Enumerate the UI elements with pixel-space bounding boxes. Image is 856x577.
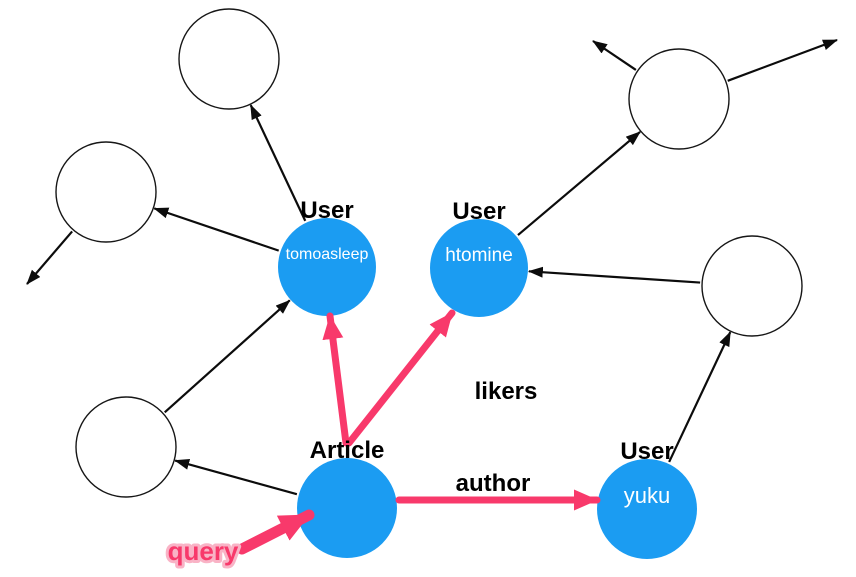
node-user-htomine — [430, 219, 528, 317]
edge-circle-right-to-htomine — [527, 266, 701, 284]
node-user-yuku-caption: User — [620, 438, 673, 465]
label-query: query — [168, 536, 239, 566]
label-author: author — [456, 470, 531, 497]
node-user-tomoasleep-name: tomoasleep — [286, 246, 369, 263]
node-circle-bottom-left — [75, 396, 177, 498]
edge-article-to-circle-bottom-left — [174, 458, 298, 496]
node-user-yuku-name: yuku — [624, 483, 670, 508]
edge-circle-bottom-left-to-tomoasleep — [164, 299, 291, 414]
edge-htomine-to-circle-top-right — [517, 131, 641, 236]
node-article — [297, 458, 397, 558]
node-circle-top-left — [178, 8, 280, 110]
node-user-tomoasleep-caption: User — [300, 197, 353, 224]
edge-tomoasleep-to-circle-top-left — [249, 104, 307, 222]
edge-yuku-to-circle-right — [668, 331, 732, 463]
edge-tomoasleep-to-circle-left — [153, 207, 280, 252]
edge-query-to-article — [236, 509, 315, 555]
edge-circle-top-right-outward-right — [727, 38, 838, 82]
edge-article-to-htomine-liker — [345, 309, 456, 447]
node-circle-right — [701, 235, 803, 337]
edge-circle-top-right-outward-left — [592, 40, 637, 71]
node-article-caption: Article — [310, 437, 385, 464]
node-user-tomoasleep — [278, 218, 376, 316]
edge-circle-left-outward — [26, 230, 73, 285]
label-query-outline: query — [168, 536, 239, 566]
label-likers: likers — [475, 378, 538, 405]
node-circle-left — [55, 141, 157, 243]
node-user-htomine-name: htomine — [445, 245, 513, 266]
edge-article-to-tomoasleep-liker — [322, 312, 350, 447]
node-user-yuku — [597, 459, 697, 559]
node-user-htomine-caption: User — [452, 198, 505, 225]
node-circle-top-right — [628, 48, 730, 150]
